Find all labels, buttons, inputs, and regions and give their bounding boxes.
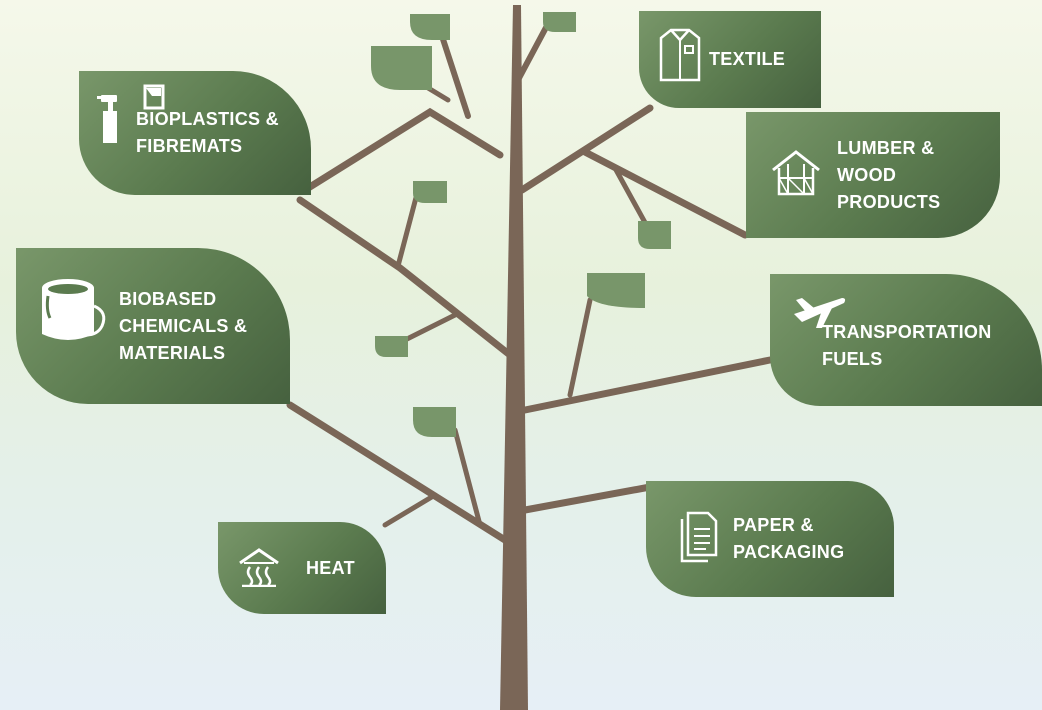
product-card-chemicals: BIOBASED CHEMICALS & MATERIALS (16, 248, 290, 404)
branch-chemicals (296, 196, 514, 359)
branch-paper (521, 483, 654, 514)
airplane-icon (792, 294, 846, 330)
product-card-paper: PAPER & PACKAGING (646, 481, 894, 597)
paint-bucket-icon (38, 276, 110, 346)
leaf (371, 46, 432, 90)
product-card-heat: HEAT (218, 522, 386, 614)
twig-fuels-leaf (567, 297, 593, 398)
product-label: LUMBER & WOOD PRODUCTS (837, 137, 941, 212)
twig-heat-leaf (452, 427, 483, 528)
product-card-bioplastics: BIOPLASTICS & FIBREMATS (79, 71, 311, 195)
product-card-lumber: LUMBER & WOOD PRODUCTS (746, 112, 1000, 238)
product-label: PAPER & PACKAGING (733, 515, 845, 562)
heat-house-icon (238, 547, 280, 587)
product-card-fuels: TRANSPORTATION FUELS (770, 274, 1042, 406)
branch-bioplastics (301, 107, 504, 194)
spray-bottle-icon (97, 93, 123, 143)
leaf (413, 181, 447, 203)
product-label: BIOBASED CHEMICALS & MATERIALS (119, 288, 248, 363)
product-label: TRANSPORTATION FUELS (822, 322, 992, 369)
house-frame-icon (771, 150, 821, 196)
twig-chemicals-up (395, 187, 421, 269)
leaf (375, 336, 408, 357)
twig-lumber-leaf (612, 165, 651, 231)
branch-fuels (521, 356, 774, 414)
twig-top-right (515, 17, 553, 83)
branch-lumber (581, 148, 749, 239)
product-card-textile: TEXTILE (639, 11, 821, 108)
twig-heat-card (382, 492, 438, 528)
leaf (543, 12, 576, 32)
product-label: BIOPLASTICS & FIBREMATS (136, 109, 279, 156)
twig-top-left (437, 27, 471, 119)
branch-heat (286, 401, 509, 544)
leaf (410, 14, 450, 40)
document-icon (678, 511, 720, 563)
leaf (587, 273, 645, 308)
shirt-icon (659, 28, 701, 82)
product-label: HEAT (306, 557, 355, 578)
trunk (500, 5, 528, 710)
product-label: TEXTILE (709, 49, 786, 69)
car-door-icon (143, 84, 165, 110)
leaf (638, 221, 671, 249)
leaf (413, 407, 456, 437)
